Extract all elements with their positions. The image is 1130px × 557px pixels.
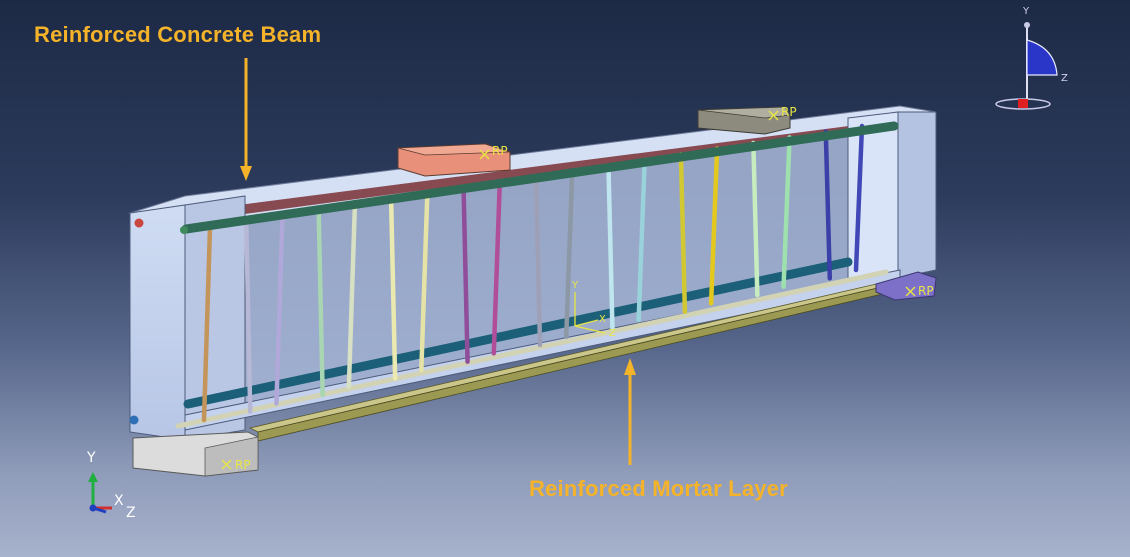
rp-cross-left-plate [479,149,490,160]
stirrup [316,208,325,398]
stirrup [781,135,792,289]
stirrup [274,214,285,406]
bottom-rebar-group [175,257,889,429]
stirrup [823,129,833,281]
rp-label-right-support: RP [918,284,934,298]
view-cube[interactable] [995,22,1058,110]
beam-arrow-head [240,166,252,181]
bottom-rebar-back [183,257,853,409]
rp-cross-left-support [221,459,232,470]
mortar-annotation-label: Reinforced Mortar Layer [529,476,788,501]
stirrup [419,191,430,373]
stirrup [606,163,615,331]
triad-x-label: X [114,493,124,509]
top-rebar [181,121,899,234]
stirrup [708,146,720,306]
beam-left-end-side [184,195,246,441]
beam-annotation-label: Reinforced Concrete Beam [34,22,322,47]
stirrup [243,220,253,414]
stirrup-group [201,123,865,423]
stirrup [853,123,865,273]
view-cube-quadrant [1026,39,1058,76]
stirrup [461,186,470,364]
stirrup [533,174,543,348]
beam-left-end-front [129,204,186,441]
green-node-marker [180,226,188,234]
stirrup [201,225,213,423]
local-csys [574,292,606,334]
bottom-rebar-front [175,269,889,429]
red-node-marker [134,218,144,228]
stirrup [563,169,575,339]
mortar-arrow-head [624,358,636,375]
stirrup [491,180,503,356]
annotation-arrows [240,58,636,465]
stirrup [678,152,688,314]
view-cube-z-label: Z [1061,73,1068,84]
axis-triad [88,472,112,514]
local-csys-y-label: Y [572,280,579,291]
stirrup [636,157,647,323]
local-csys-z-label: Z [609,328,616,339]
loading-plate-right [697,106,791,135]
rp-label-left-support: RP [235,458,251,472]
rp-label-left-plate: RP [492,144,508,158]
triad-z-label: Z [126,505,136,521]
local-csys-x-label: X [599,314,606,325]
rp-label-right-plate: RP [781,105,797,119]
stirrup [751,140,760,298]
stirrup [346,203,358,389]
rp-markers [221,110,916,470]
view-cube-center [1018,99,1028,108]
blue-node-marker [129,415,139,425]
beam-right-end-side [897,111,937,279]
view-cube-y-label: Y [1023,6,1030,17]
rp-cross-right-plate [768,110,779,121]
triad-y-label: Y [87,450,96,466]
stirrup [388,197,398,381]
view-cube-y-tip [1024,22,1030,28]
support-right [875,271,937,301]
beam-top-strip [185,120,895,222]
rp-cross-right-support [905,286,916,297]
